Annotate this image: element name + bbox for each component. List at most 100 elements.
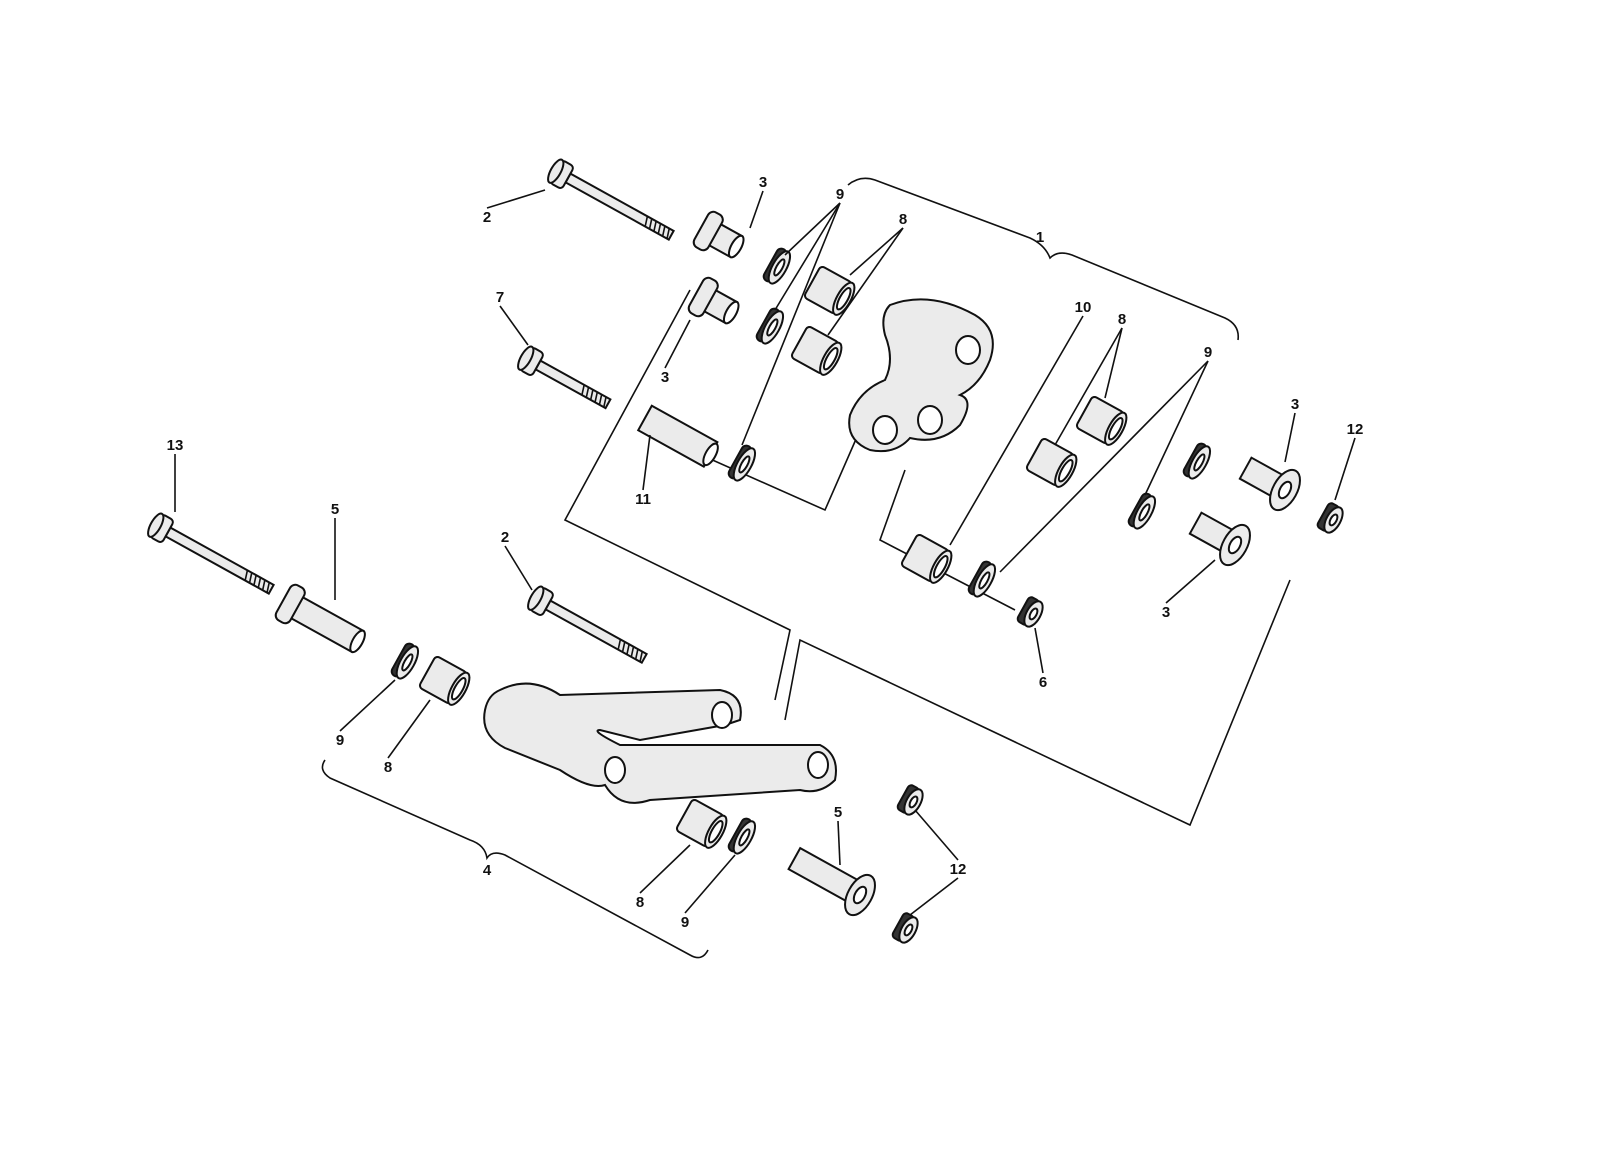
thread-mark xyxy=(248,572,253,584)
nut-bore xyxy=(1328,513,1339,527)
spacer-3-b xyxy=(687,276,740,325)
callout-leader xyxy=(909,877,959,916)
linkage-part-4 xyxy=(483,682,837,804)
nut-bore xyxy=(903,923,914,937)
callout-label: 12 xyxy=(950,861,967,878)
bushing-8-6 xyxy=(675,798,728,849)
callout-label: 4 xyxy=(483,862,492,879)
bracket-assembly-4 xyxy=(321,759,709,959)
bolt-head-face xyxy=(517,345,535,371)
bushing-bore xyxy=(1057,459,1074,483)
callout-label: 8 xyxy=(1118,311,1126,328)
bushing-bore xyxy=(450,677,467,701)
callout-label: 3 xyxy=(1162,604,1170,621)
callout-leader xyxy=(1144,360,1209,496)
bearing-bore xyxy=(1138,503,1151,522)
thread-mark xyxy=(626,644,630,655)
callout-leader xyxy=(1104,327,1123,399)
bearing-bore xyxy=(738,828,751,847)
callout-leader xyxy=(1034,627,1044,674)
thread-mark xyxy=(266,582,271,593)
callout-leader xyxy=(774,202,841,311)
thread-mark xyxy=(661,225,666,237)
bolt-head-face xyxy=(547,158,565,184)
callout-label: 9 xyxy=(1204,344,1212,361)
bearing-9-2 xyxy=(727,444,757,482)
spacer-3-c xyxy=(1238,456,1301,512)
bushing-8-3 xyxy=(1025,437,1078,488)
callout-label: 3 xyxy=(661,369,669,386)
callout-label: 8 xyxy=(636,894,644,911)
thread-mark xyxy=(653,220,657,232)
callout-label: 11 xyxy=(635,491,651,508)
spacer-bore xyxy=(727,234,745,259)
rocker-arm-part-1 xyxy=(848,298,994,453)
callout-label: 7 xyxy=(496,289,504,306)
nut-bore xyxy=(908,795,919,809)
callout-label: 5 xyxy=(834,804,842,821)
bolt-2-lower xyxy=(527,585,648,665)
bolt-shaft xyxy=(564,172,675,241)
thread-mark xyxy=(648,218,653,230)
callout-label: 10 xyxy=(1075,299,1092,316)
rocker-pivot-hole xyxy=(917,405,943,435)
bushing-8-2 xyxy=(1075,395,1128,446)
bushing-8-1 xyxy=(790,325,843,376)
callout-label: 9 xyxy=(836,186,844,203)
bracket-assembly-1 xyxy=(847,177,1240,341)
bearing-bore xyxy=(1193,453,1206,472)
thread-mark xyxy=(666,228,671,239)
callout-leader xyxy=(749,190,764,229)
callout-leader xyxy=(642,434,651,491)
callout-label: 12 xyxy=(1347,421,1364,438)
callout-leader xyxy=(1284,412,1296,463)
bearing-bore xyxy=(978,571,991,590)
callout-label: 3 xyxy=(759,174,767,191)
callout-label: 8 xyxy=(899,211,907,228)
bushing-bore xyxy=(822,347,839,371)
link-pivot-hole xyxy=(604,756,626,784)
bearing-9-5 xyxy=(967,560,997,598)
nut-12-0 xyxy=(1316,502,1344,534)
callout-leader xyxy=(486,189,546,209)
rocker-pivot-hole xyxy=(872,415,898,445)
spacer-bore xyxy=(1227,535,1243,555)
bolt-head-face xyxy=(147,512,165,538)
bearing-9-7 xyxy=(727,817,757,855)
bolt-shaft xyxy=(534,359,612,410)
bolt-head-face xyxy=(527,585,545,611)
callout-leader xyxy=(1165,559,1216,604)
bushing-8-5 xyxy=(418,655,471,706)
callout-label: 1 xyxy=(1036,229,1044,246)
bearing-9-1 xyxy=(755,307,785,345)
thread-mark xyxy=(630,646,635,658)
callout-leader xyxy=(499,305,529,346)
nut-12-1 xyxy=(896,784,924,816)
callout-label: 8 xyxy=(384,759,392,776)
thread-mark xyxy=(581,384,585,396)
sleeve-bore xyxy=(702,442,719,467)
callout-leader xyxy=(914,809,959,861)
spacer-bore xyxy=(722,300,740,325)
bushing-8-4 xyxy=(900,533,953,584)
link-body xyxy=(483,682,837,804)
bearing-bore xyxy=(738,455,751,474)
spacer-bore xyxy=(852,885,868,905)
bearing-9-0 xyxy=(762,247,792,285)
spacer-5-left xyxy=(274,583,366,654)
callout-leader xyxy=(1054,327,1123,446)
bolt-shaft xyxy=(164,526,275,595)
nut-6 xyxy=(1016,596,1044,628)
callout-leader xyxy=(849,227,904,276)
thread-mark xyxy=(257,577,262,588)
bearing-bore xyxy=(766,318,779,337)
callout-label: 5 xyxy=(331,501,339,518)
bolt-13 xyxy=(147,512,275,595)
bushing-bore xyxy=(932,555,949,579)
bushing-bore xyxy=(707,820,724,844)
bearing-bore xyxy=(773,258,786,277)
thread-mark xyxy=(598,394,603,405)
spacer-flange xyxy=(687,276,719,318)
